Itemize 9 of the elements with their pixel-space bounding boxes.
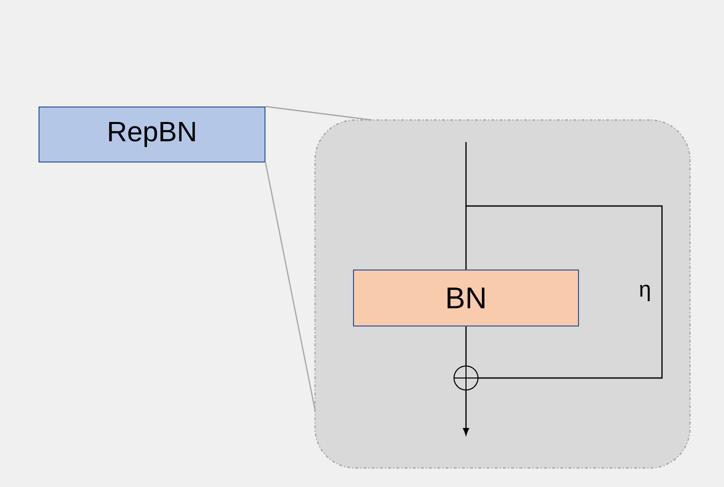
input-line [465,142,467,270]
output-arrow [462,390,470,436]
sum-symbol [454,365,478,390]
skip-connection [466,205,663,379]
module-box: RepBN [38,106,266,162]
zoom-line [265,106,372,121]
process-box: BN [353,270,579,326]
connector [465,326,467,366]
zoom-line [264,162,316,410]
